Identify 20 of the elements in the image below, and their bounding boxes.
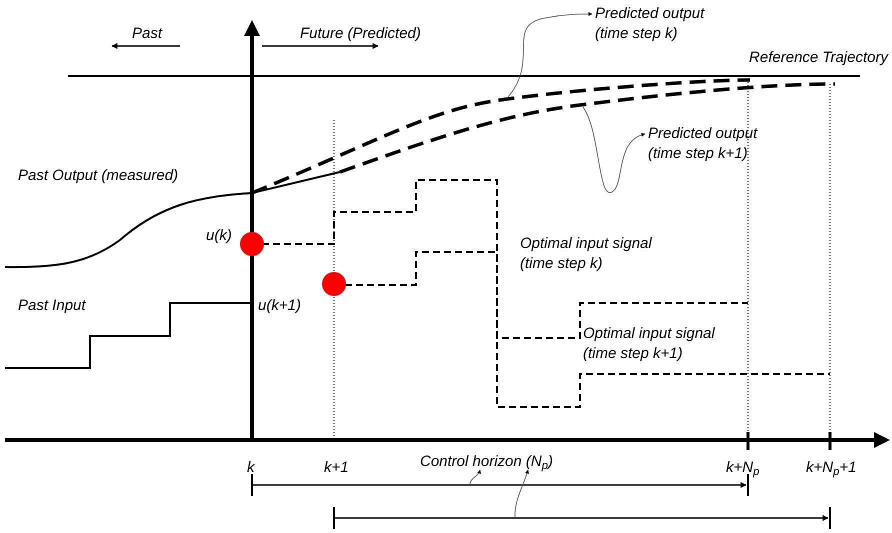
plot-label: k — [247, 458, 254, 478]
plot-label: Optimal input signal (time step k+1) — [583, 324, 716, 364]
leader-line — [582, 106, 646, 193]
leader-line — [470, 470, 481, 486]
plot-label: Past Input — [18, 296, 86, 316]
plot-label: k+N$_{p}$+1 — [806, 458, 856, 478]
leader-line — [514, 470, 529, 518]
plot-label: k+1 — [324, 458, 349, 478]
annotation-text: Predicted output (time step k) — [595, 4, 706, 44]
plot-label: u(k+1) — [258, 296, 301, 316]
plot-label: Reference Trajectory — [748, 48, 888, 68]
leader-line — [508, 12, 592, 98]
plot-label: Optimal input signal (time step k) — [520, 234, 653, 274]
plot-label: Past Output (measured) — [18, 166, 178, 186]
plot-label: k+N$_{p}$ — [726, 458, 760, 478]
plot-label: u(k) — [206, 226, 232, 246]
plot-label: Past — [132, 24, 162, 44]
plot-label: Future (Predicted) — [300, 24, 421, 44]
annotation-text: Predicted output (time step k+1) — [648, 124, 759, 164]
annotation-text: Control horizon (N$_{p}$) — [420, 452, 554, 472]
